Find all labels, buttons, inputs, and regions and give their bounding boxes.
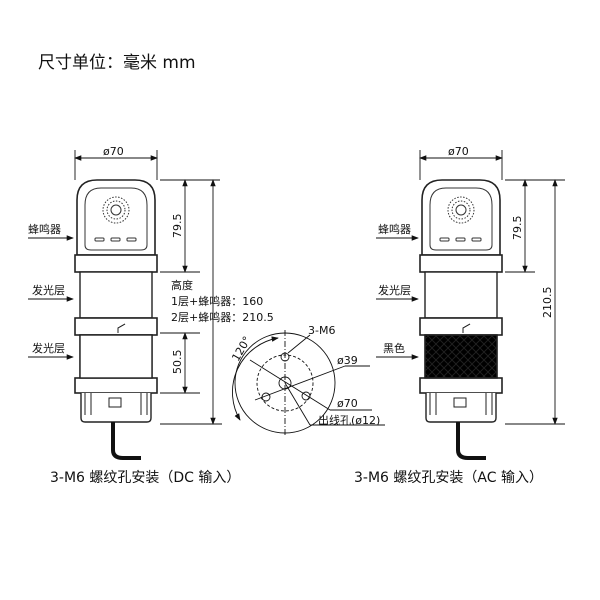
right-label-layer1: 发光层 — [378, 283, 411, 297]
left-label-layer1: 发光层 — [32, 283, 65, 297]
right-caption: 3-M6 螺纹孔安装（AC 输入） — [354, 470, 543, 486]
right-diameter: ø70 — [448, 145, 469, 158]
left-label-buzzer: 蜂鸣器 — [28, 222, 61, 236]
right-dim-top: 79.5 — [511, 216, 524, 241]
height-line2: 2层+蜂鸣器：210.5 — [171, 310, 274, 324]
right-device — [418, 178, 504, 460]
mount-pcd: ø39 — [337, 354, 358, 367]
right-dim-total: 210.5 — [541, 287, 554, 319]
unit-title: 尺寸单位：毫米 mm — [38, 53, 196, 73]
mount-holes: 3-M6 — [308, 324, 335, 337]
black-mesh-layer — [424, 334, 498, 379]
height-heading: 高度 — [171, 278, 193, 292]
left-device — [73, 178, 159, 460]
left-label-layer2: 发光层 — [32, 341, 65, 355]
height-line1: 1层+蜂鸣器：160 — [171, 294, 263, 308]
right-dimensions — [376, 150, 565, 425]
left-dimensions — [28, 150, 222, 425]
right-label-black: 黑色 — [383, 341, 405, 355]
left-dim-layer: 50.5 — [171, 350, 184, 375]
right-label-buzzer: 蜂鸣器 — [378, 222, 411, 236]
mount-angle: 120° — [229, 334, 254, 363]
mount-outer: ø70 — [337, 397, 358, 410]
left-dim-top: 79.5 — [171, 214, 184, 239]
mount-view — [231, 330, 385, 436]
mount-cable-hole: 出线孔(ø12) — [318, 413, 380, 427]
left-caption: 3-M6 螺纹孔安装（DC 输入） — [50, 470, 240, 486]
left-diameter: ø70 — [103, 145, 124, 158]
